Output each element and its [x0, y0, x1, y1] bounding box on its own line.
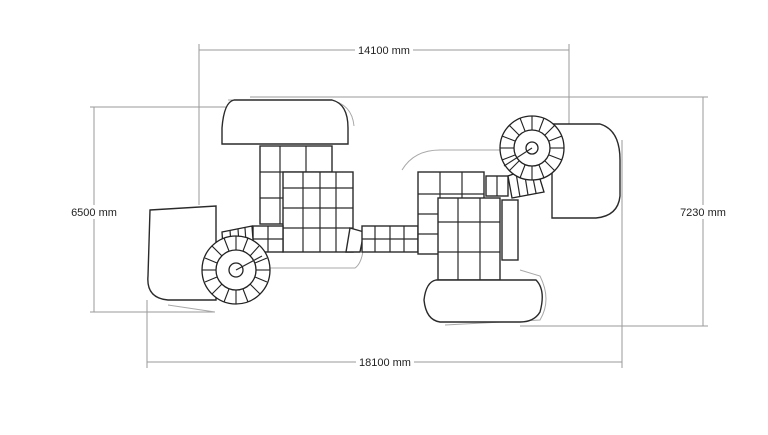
dimension-left: 6500 mm [70, 106, 250, 313]
left-spiral-slide [147, 205, 271, 305]
right-height-label: 7230 mm [680, 207, 726, 219]
top-width-label: 14100 mm [358, 45, 410, 57]
dimension-bottom: 18100 mm [146, 140, 623, 369]
connecting-bridge [361, 225, 419, 253]
right-roof [423, 279, 543, 323]
bottom-width-label: 18100 mm [359, 357, 411, 369]
left-height-label: 6500 mm [71, 207, 117, 219]
left-roof [221, 99, 349, 145]
left-tower [221, 99, 365, 253]
left-tower-deck [282, 171, 354, 253]
right-slide-platform [551, 123, 621, 219]
right-tower-lower [437, 197, 501, 281]
right-spiral-slide [499, 115, 621, 219]
dimension-top: 14100 mm [198, 43, 570, 205]
left-slide-platform [147, 205, 217, 301]
dimension-right: 7230 mm [250, 96, 729, 327]
right-tower [417, 171, 543, 323]
